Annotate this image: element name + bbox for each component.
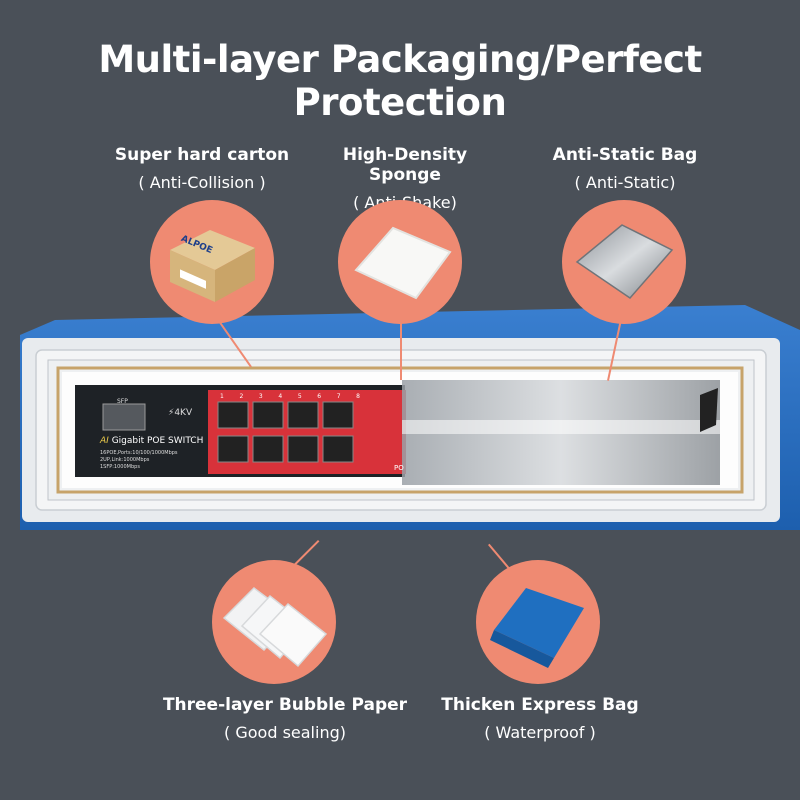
label-carton: Super hard carton ( Anti-Collision ) [112, 145, 292, 192]
sponge-name: High-Density Sponge [342, 145, 468, 185]
antistatic-name: Anti-Static Bag [552, 145, 698, 165]
sponge-sheet-icon [354, 226, 452, 300]
port-number: 3 [258, 393, 263, 400]
spec-line: 2UP,Link:1000Mbps [100, 457, 150, 463]
poe-tag: PO [394, 464, 404, 472]
spec-line: 16POE,Ports:10/100/1000Mbps [100, 450, 178, 456]
sponge-circle [338, 200, 462, 324]
antistatic-note: ( Anti-Static) [574, 173, 676, 192]
antistatic-bag-icon [575, 224, 674, 299]
express-note: ( Waterproof ) [484, 723, 596, 742]
express-bag-icon [490, 588, 584, 668]
carton-circle: ALPOE [150, 200, 274, 324]
carton-box-icon [170, 230, 255, 302]
carton-name: Super hard carton [114, 145, 290, 165]
bubble-note: ( Good sealing) [224, 723, 346, 742]
bubble-paper-icon [222, 587, 328, 668]
port-number: 5 [297, 393, 302, 400]
port-number: 7 [336, 393, 341, 400]
page-title: Multi-layer Packaging/Perfect Protection [98, 38, 702, 124]
bubble-name: Three-layer Bubble Paper [162, 695, 408, 715]
carton-note: ( Anti-Collision ) [138, 173, 266, 192]
express-name: Thicken Express Bag [441, 695, 639, 715]
port-number: 2 [239, 393, 244, 400]
port-number: 6 [317, 393, 322, 400]
label-bubble: Three-layer Bubble Paper ( Good sealing) [160, 695, 410, 742]
surge-label: ⚡4KV [168, 408, 193, 418]
sfp-port [102, 403, 146, 431]
label-antistatic: Anti-Static Bag ( Anti-Static) [535, 145, 715, 192]
spec-line: 1SFP:1000Mbps [100, 464, 140, 470]
device-title-prefix: AI [100, 436, 109, 446]
port-numbers: 1 2 3 4 5 6 7 8 [220, 393, 360, 400]
device-title: AI Gigabit POE SWITCH [100, 436, 203, 446]
bubble-circle [212, 560, 336, 684]
rj45-ports [217, 401, 354, 463]
port-number: 8 [356, 393, 360, 400]
device-specs: 16POE,Ports:10/100/1000Mbps 2UP,Link:100… [100, 450, 178, 471]
port-number: 1 [220, 393, 224, 400]
device-title-text: Gigabit POE SWITCH [111, 436, 204, 446]
label-express: Thicken Express Bag ( Waterproof ) [430, 695, 650, 742]
leader-sponge [400, 310, 402, 380]
antistatic-circle [562, 200, 686, 324]
port-number: 4 [278, 393, 283, 400]
sfp-label: SFP [117, 398, 128, 405]
express-circle [476, 560, 600, 684]
